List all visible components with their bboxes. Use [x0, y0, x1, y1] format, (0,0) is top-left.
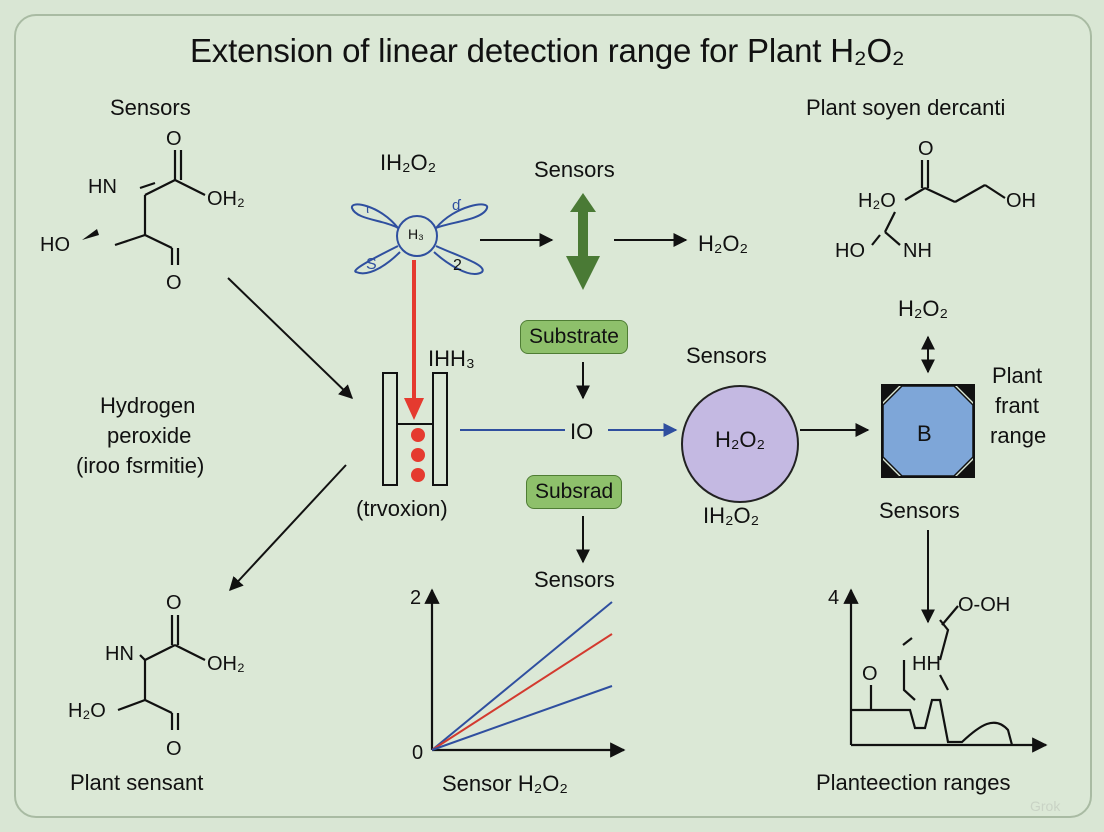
enzyme-center: H₃ [408, 226, 424, 242]
label-peroxide: peroxide [107, 423, 192, 448]
label-hh: HH [912, 653, 941, 675]
right-chart-y-top: 4 [828, 587, 840, 609]
substrate-pill: Substrate [520, 320, 628, 354]
atom-o-bottom: O [166, 272, 182, 294]
chart-origin-tick: 0 [412, 742, 424, 764]
atom-o-tr: O [918, 138, 934, 160]
atom-nh-tr: NH [903, 240, 932, 262]
atom-hn: HN [88, 176, 117, 198]
label-io: IO [570, 419, 594, 444]
atom-o-bl-bottom: O [166, 738, 182, 760]
enzyme-glyph [351, 203, 488, 275]
label-sensors-below-hex: Sensors [879, 498, 960, 523]
label-trvoxion: (trvoxion) [356, 496, 448, 521]
atom-oh2: OH₂ [207, 188, 245, 210]
chart-series [431, 601, 613, 751]
molecule-top-left-bonds [114, 150, 206, 265]
wedge-bond [82, 229, 99, 240]
label-ihh3: IHH₃ [428, 346, 475, 371]
hex-text: B [917, 421, 932, 446]
atom-ho: HO [40, 234, 70, 256]
label-hydrogen: Hydrogen [100, 393, 196, 418]
label-sensors-chart: Sensors [534, 567, 615, 592]
chart-xlabel: Sensor H₂O₂ [442, 771, 568, 796]
cell-electrode [382, 372, 448, 486]
hex-square [881, 384, 975, 478]
atom-h2o-tr: H₂O [858, 190, 896, 212]
atom-hn-bl: HN [105, 643, 134, 665]
line-chart-axes [424, 588, 626, 758]
green-double-arrow [566, 193, 600, 290]
enzyme-lobe-bl: S [366, 256, 377, 273]
red-arrow [404, 260, 424, 420]
red-dot [411, 468, 425, 482]
page-title: Extension of linear detection range for … [190, 32, 905, 69]
label-plant-sensant: Plant sensant [70, 770, 204, 795]
label-h2o2-right: H₂O₂ [698, 231, 749, 256]
atom-oh2-bl: OH₂ [207, 653, 245, 675]
label-sensors-top-left: Sensors [110, 95, 191, 120]
atom-oh-tr: OH [1006, 190, 1036, 212]
chart-series-line-3 [431, 685, 613, 751]
label-ih2o2-below: IH₂O₂ [703, 503, 760, 528]
atom-o: O [166, 128, 182, 150]
label-plant: Plant [992, 363, 1043, 388]
label-o-small: O [862, 663, 878, 685]
h2o2-circle: H₂O₂ [681, 385, 799, 503]
atom-ho-tr: HO [835, 240, 865, 262]
chart-y-top-tick: 2 [410, 587, 422, 609]
label-iroo: (iroo fsrmitie) [76, 453, 205, 478]
molecule-bottom-left-bonds [117, 615, 206, 730]
label-ih2o2-top: IH₂O₂ [380, 150, 437, 175]
enzyme-lobe-br: 2 [453, 257, 462, 274]
label-sensors-circle: Sensors [686, 343, 767, 368]
label-sensors-top-mid: Sensors [534, 157, 615, 182]
red-dot [411, 428, 425, 442]
atom-h2o-bl: H₂O [68, 700, 106, 722]
watermark: Grok [1030, 798, 1061, 814]
red-dot [411, 448, 425, 462]
label-plant-top-right: Plant soyen dercanti [806, 95, 1006, 120]
molecule-top-right-bonds [871, 160, 1006, 246]
label-range: range [990, 423, 1047, 448]
chart-series-line-2 [431, 633, 613, 751]
circle-text: H₂O₂ [714, 427, 766, 452]
label-frant: frant [995, 393, 1040, 418]
chart-series-line-1 [431, 601, 613, 751]
enzyme-lobe-tr: ɗ [452, 197, 461, 214]
arrow-molecule-to-cell [227, 277, 354, 399]
label-h2o2-hex: H₂O₂ [898, 296, 949, 321]
label-planteection: Planteection ranges [816, 770, 1011, 795]
enzyme-lobe-tl: ι [366, 200, 370, 216]
atom-o-bl: O [166, 592, 182, 614]
arrow-cell-to-molecule [229, 464, 347, 592]
label-o-oh: O-OH [958, 594, 1011, 616]
right-chart [843, 588, 1048, 753]
subsrad-pill: Subsrad [526, 475, 623, 509]
